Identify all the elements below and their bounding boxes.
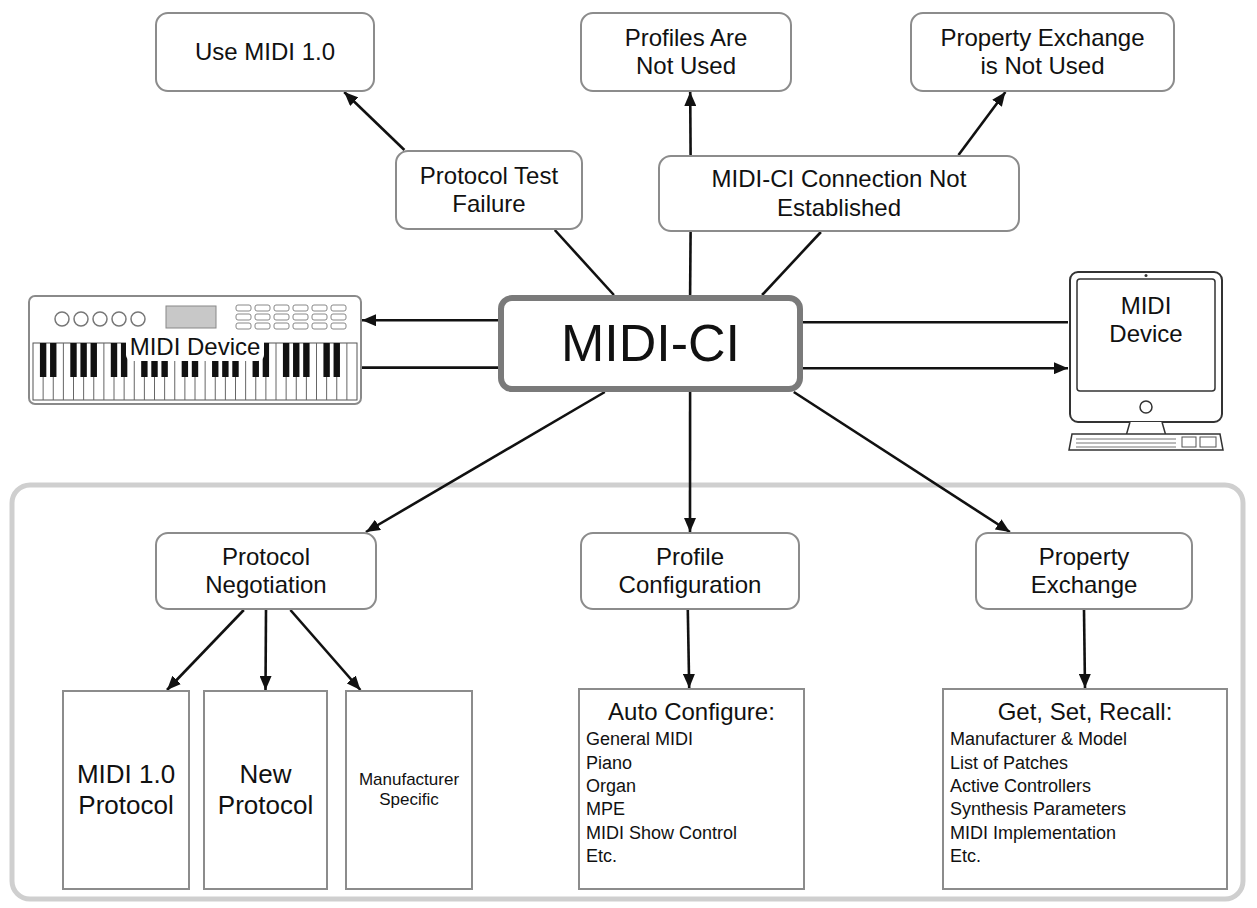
node-label: Property Exchange is Not Used — [933, 24, 1153, 81]
node-label: MIDI Device — [1090, 292, 1202, 349]
keyboard-device: MIDI Device — [28, 295, 362, 405]
connector-arrow — [689, 92, 692, 155]
connector-arrow — [794, 392, 1010, 532]
node-label: Use MIDI 1.0 — [195, 38, 335, 66]
list-item: MIDI Show Control — [586, 822, 737, 845]
connector-arrow — [803, 367, 1068, 370]
connector-arrow — [264, 610, 267, 690]
node-label: MIDI 1.0 Protocol — [70, 759, 182, 820]
connector-arrow — [362, 319, 498, 322]
node-label: Protocol Test Failure — [419, 162, 559, 219]
list-item: MIDI Implementation — [950, 822, 1116, 845]
list-item: Manufacturer & Model — [950, 728, 1127, 751]
outcome-box: Use MIDI 1.0 — [155, 12, 375, 92]
function-box: Profile Configuration — [580, 532, 800, 610]
function-box: Protocol Negotiation — [155, 532, 377, 610]
node-label: Profiles Are Not Used — [611, 24, 761, 81]
connector-arrow — [344, 92, 404, 150]
connector-line — [689, 232, 692, 295]
list-item: Synthesis Parameters — [950, 798, 1126, 821]
node-label: Protocol Negotiation — [191, 543, 341, 600]
connector-arrow — [290, 610, 360, 690]
connector-line — [555, 230, 614, 295]
node-label: New Protocol — [216, 759, 316, 820]
protocol-box: Manufacturer Specific — [345, 690, 473, 890]
list-heading: Get, Set, Recall: — [998, 698, 1173, 726]
list-item: Active Controllers — [950, 775, 1091, 798]
protocol-box: New Protocol — [203, 690, 328, 890]
connector-line — [803, 321, 1068, 324]
list-box: Get, Set, Recall:Manufacturer & ModelLis… — [942, 688, 1228, 890]
list-box: Auto Configure:General MIDIPianoOrganMPE… — [578, 688, 805, 890]
connector-arrow — [959, 92, 1006, 155]
list-heading: Auto Configure: — [608, 698, 775, 726]
group-panel — [12, 485, 1243, 899]
connector-arrow — [688, 610, 689, 688]
condition-box: Protocol Test Failure — [395, 150, 583, 230]
list-item: List of Patches — [950, 752, 1068, 775]
list-item: General MIDI — [586, 728, 693, 751]
function-box: Property Exchange — [975, 532, 1193, 610]
list-item: Piano — [586, 752, 632, 775]
connector-arrow — [689, 392, 692, 532]
list-item: Organ — [586, 775, 636, 798]
computer-device: MIDI Device — [1068, 270, 1224, 452]
outcome-box: Profiles Are Not Used — [580, 12, 792, 92]
connector-line — [762, 232, 821, 295]
node-label: Profile Configuration — [610, 543, 770, 600]
node-label: MIDI Device — [126, 333, 265, 361]
list-item: Etc. — [950, 845, 981, 868]
protocol-box: MIDI 1.0 Protocol — [62, 690, 190, 890]
connector-arrow — [366, 392, 605, 532]
connector-arrow — [167, 610, 244, 690]
node-label: Property Exchange — [1019, 543, 1149, 600]
node-label: Manufacturer Specific — [353, 770, 465, 810]
outcome-box: Property Exchange is Not Used — [910, 12, 1175, 92]
node-label: MIDI-CI Connection Not Established — [704, 165, 974, 222]
list-item: MPE — [586, 798, 625, 821]
node-label: MIDI-CI — [561, 313, 740, 374]
condition-box: MIDI-CI Connection Not Established — [658, 155, 1020, 232]
list-item: Etc. — [586, 845, 617, 868]
connector-arrow — [1084, 610, 1085, 688]
hub-box: MIDI-CI — [498, 295, 803, 392]
connector-line — [362, 366, 498, 369]
